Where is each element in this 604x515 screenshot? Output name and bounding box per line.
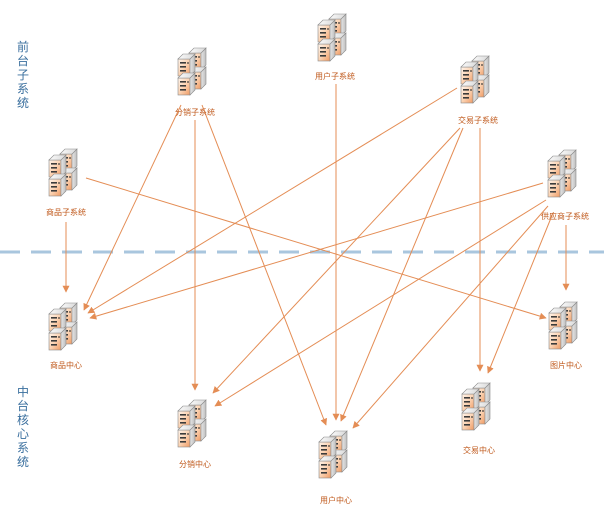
server-icon <box>317 13 347 62</box>
edge-supply_sys-to-trade_center <box>487 212 554 374</box>
node-label: 分销子系统 <box>175 107 215 117</box>
edge-supply_sys-to-goods_center <box>89 182 544 320</box>
server-icon <box>177 47 207 96</box>
front-layer-label: 前台子系统 <box>16 40 29 110</box>
node-label: 商品子系统 <box>46 207 86 217</box>
node-label: 供应商子系统 <box>541 211 589 221</box>
node-label: 分销中心 <box>179 459 211 469</box>
edge-goods_sys-to-image_center <box>85 177 547 320</box>
edge-dist_sys-to-user_center <box>201 104 327 426</box>
node-dist_center: 分销中心 <box>177 399 211 469</box>
node-goods_sys: 商品子系统 <box>46 148 86 217</box>
node-label: 交易中心 <box>463 445 495 455</box>
edge-supply_sys-to-user_center <box>352 205 549 429</box>
edge-dist_sys-to-goods_center <box>83 104 182 311</box>
node-dist_sys: 分销子系统 <box>175 47 215 117</box>
server-icon <box>460 55 490 104</box>
node-supply_sys: 供应商子系统 <box>541 149 589 221</box>
server-icon <box>461 382 491 431</box>
node-user_center: 用户中心 <box>318 430 352 505</box>
node-label: 图片中心 <box>550 360 582 370</box>
server-icon <box>548 301 578 350</box>
node-trade_sys: 交易子系统 <box>458 55 498 125</box>
node-label: 交易子系统 <box>458 115 498 125</box>
server-icon <box>318 430 348 479</box>
server-icon <box>48 148 78 197</box>
server-icon <box>547 149 577 198</box>
edge-trade_sys-to-dist_center <box>212 127 461 394</box>
server-icon <box>48 302 78 351</box>
node-trade_center: 交易中心 <box>461 382 495 455</box>
node-goods_center: 商品中心 <box>48 302 82 370</box>
node-label: 用户子系统 <box>315 71 355 81</box>
node-user_sys: 用户子系统 <box>315 13 355 81</box>
node-image_center: 图片中心 <box>548 301 582 370</box>
edge-trade_sys-to-user_center <box>340 127 464 422</box>
edge-trade_sys-to-goods_center <box>87 87 458 314</box>
edge-supply_sys-to-dist_center <box>214 199 547 407</box>
core-layer-label: 中台核心系统 <box>16 385 29 469</box>
node-label: 用户中心 <box>320 495 352 505</box>
node-label: 商品中心 <box>50 360 82 370</box>
server-icon <box>177 399 207 448</box>
edges-layer <box>62 84 570 429</box>
